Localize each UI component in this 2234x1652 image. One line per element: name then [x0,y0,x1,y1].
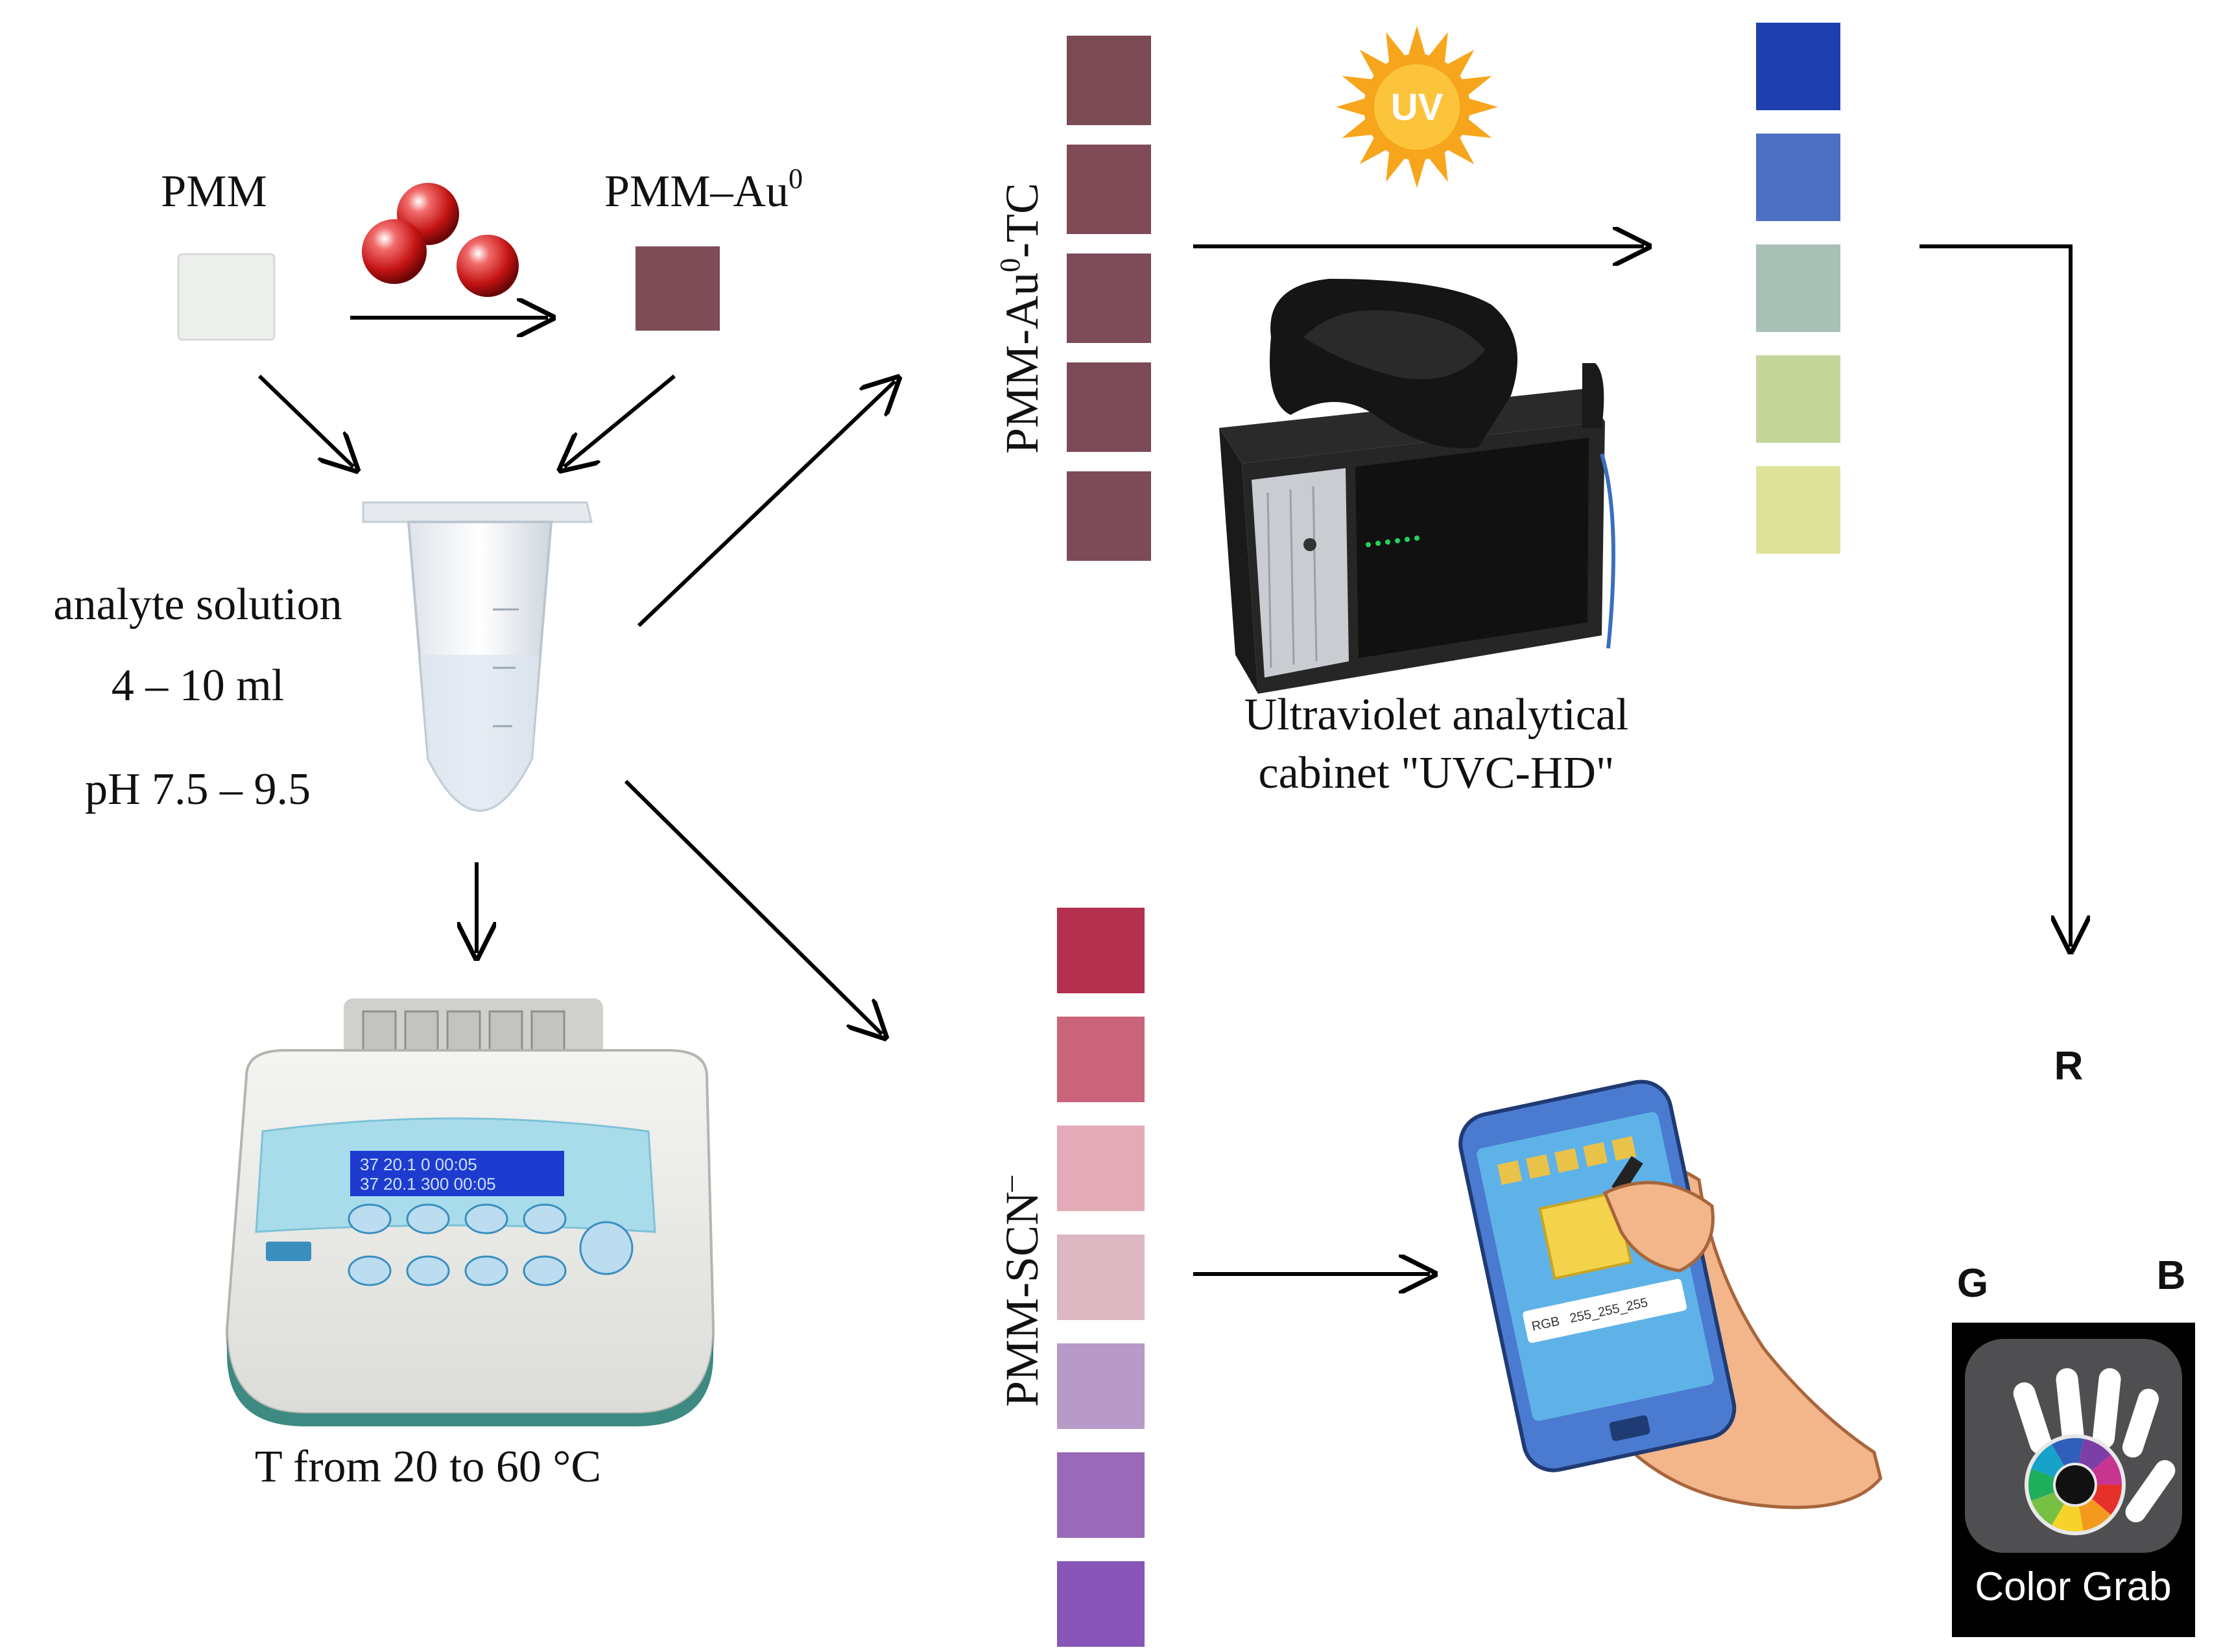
uv-swatch-3 [1756,244,1840,332]
arrow-tube-to-scn [624,779,882,1034]
temperature-label: T from 20 to 60 °C [255,1442,601,1492]
scn-swatch-column [1057,908,1145,1647]
tc-swatch-2 [1067,145,1151,234]
gold-nanoparticles-icon [362,183,519,297]
scn-swatch-1 [1057,908,1145,993]
ph-label: pH 7.5 ‒ 9.5 [85,764,311,814]
uv-swatch-2 [1756,134,1840,221]
arrow-pmmau-to-tube [564,374,676,467]
tc-swatch-4 [1067,362,1151,452]
scn-swatch-2 [1057,1017,1145,1102]
cabinet-label-line1: Ultraviolet analytical [1244,690,1629,740]
tc-swatch-1 [1067,36,1151,125]
pmm-au-label: PMM–Au0 [604,163,803,217]
arrow-uv-to-rgb [1919,244,2071,947]
pmm-label: PMM [161,167,267,217]
uv-cabinet-icon [1219,279,1615,694]
uv-swatch-column [1756,23,1840,554]
uv-swatch-4 [1756,355,1840,443]
volume-label: 4 ‒ 10 ml [112,661,284,711]
color-grab-app-icon: Color Grab [1952,1323,2195,1637]
microtube-icon [362,501,593,812]
pmm-scn-label: PMM-SCN– [992,1175,1048,1407]
thermo-screen-row2: 37 20.1 300 00:05 [360,1174,496,1194]
analyte-solution-label: analyte solution [53,580,342,630]
hand-thumb [1602,1181,1715,1273]
tc-swatch-column [1067,36,1151,561]
tc-swatch-3 [1067,254,1151,343]
rgb-venn-icon: R G B [1881,1018,2234,1365]
venn-g-label: G [1957,1261,1988,1306]
arrow-tube-to-tc [637,381,895,628]
arrow-pmm-to-tube [257,374,353,467]
scn-swatch-3 [1057,1126,1145,1211]
pmm-blank-swatch [177,253,276,341]
tc-swatch-5 [1067,471,1151,561]
cabinet-label-line2: cabinet "UVC-HD" [1259,748,1615,798]
phone-icon: RGB 255_255_255 [1458,1080,1737,1472]
pmm-au-swatch [636,246,720,331]
uv-swatch-1 [1756,23,1840,110]
venn-r-label: R [2054,1044,2084,1089]
uv-badge: UV [1391,86,1444,128]
sun-icon: UV [1336,26,1498,188]
pmm-au-tc-label: PMM-Au0-TC [994,183,1048,454]
venn-b-label: B [2157,1253,2186,1298]
thermo-shaker-icon: 37 20.1 0 00:05 37 20.1 300 00:05 [225,998,715,1426]
app-name-label: Color Grab [1975,1564,2171,1609]
scn-swatch-4 [1057,1234,1145,1320]
scn-swatch-5 [1057,1343,1145,1429]
scn-swatch-6 [1057,1452,1145,1538]
scn-swatch-7 [1057,1561,1145,1647]
uv-swatch-5 [1756,466,1840,554]
thermo-screen-row1: 37 20.1 0 00:05 [360,1155,477,1174]
